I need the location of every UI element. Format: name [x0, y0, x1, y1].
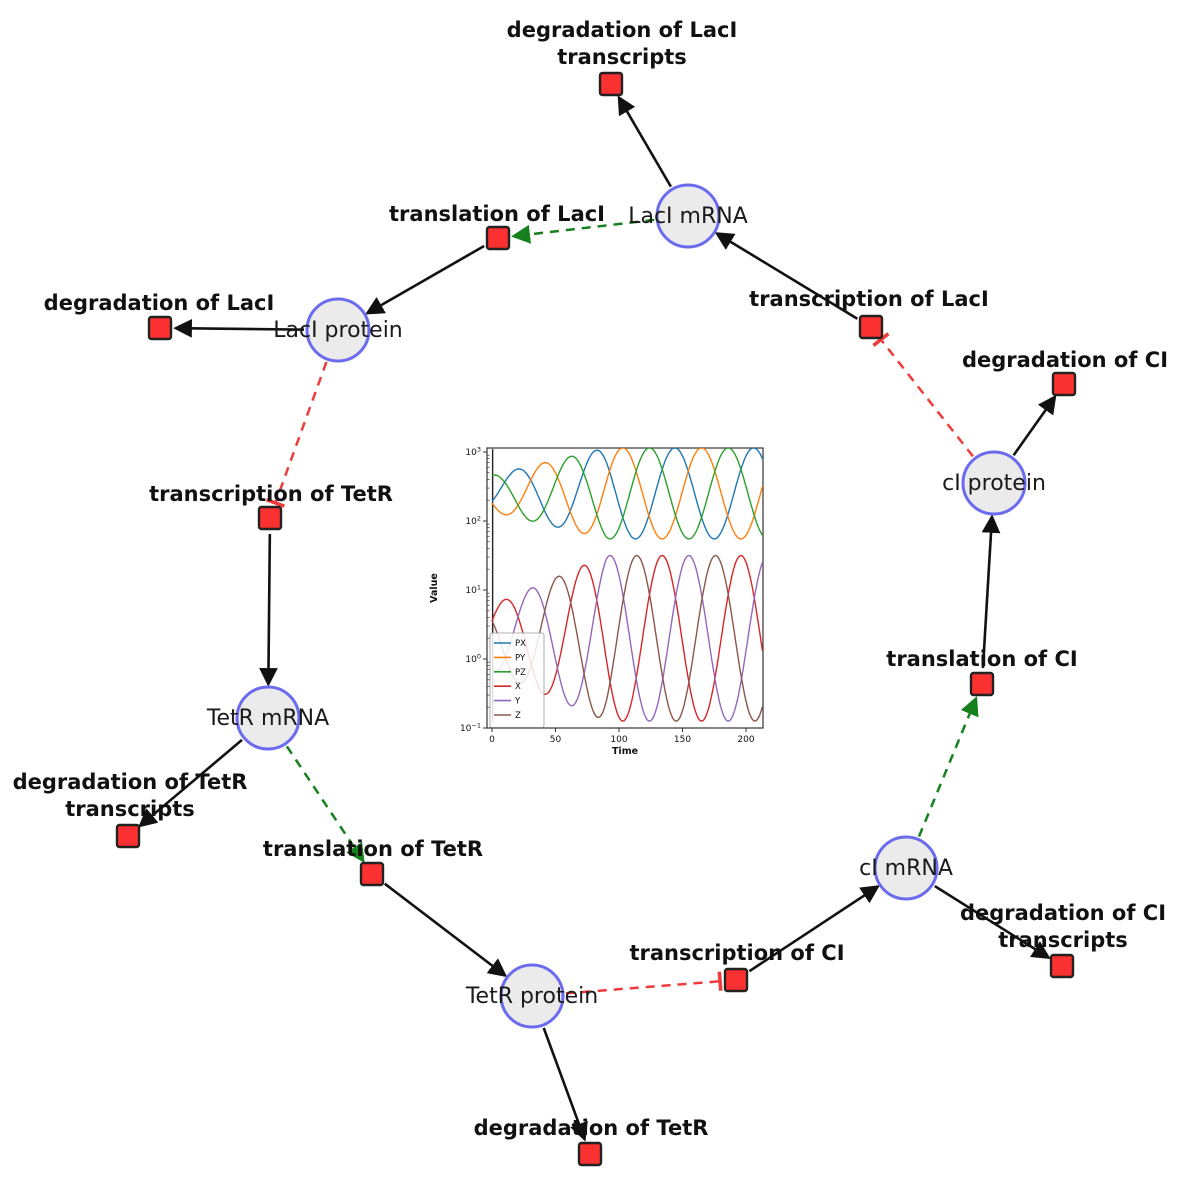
reaction-label-deg_tetr: degradation of TetR: [474, 1116, 709, 1140]
chart-series-PX: [491, 448, 763, 540]
chart-series-Y: [491, 554, 763, 722]
edge-consume-tetr_protein-deg_tetr: [542, 1027, 588, 1142]
chart-legend-box: [489, 632, 545, 728]
chart-ylabel: Value: [429, 573, 440, 603]
species-label-ci_protein: cI protein: [942, 471, 1046, 496]
chart-ytick-label: 101: [465, 584, 481, 597]
chart-legend-label-PZ: PZ: [515, 668, 526, 678]
reaction-node-txn_ci: [723, 967, 749, 993]
reaction-node-deg_ci: [1051, 371, 1077, 397]
reaction-label-transl_tetr: translation of TetR: [263, 837, 483, 861]
species-label-laci_protein: LacI protein: [273, 318, 403, 343]
chart-legend-label-X: X: [515, 682, 521, 692]
reaction-node-transl_ci: [969, 671, 995, 697]
edge-modifier-tetr_mrna-transl_tetr: [285, 745, 365, 864]
species-label-ci_mrna: cI mRNA: [859, 856, 953, 881]
reaction-node-txn_laci: [858, 314, 884, 340]
species-node-laci_protein: [305, 297, 371, 363]
species-node-ci_protein: [961, 450, 1027, 516]
chart-legend-label-PY: PY: [515, 653, 526, 663]
chart-ytick-label: 100: [465, 653, 481, 666]
reaction-label-txn_ci: transcription of CI: [629, 941, 844, 965]
species-node-tetr_protein: [499, 963, 565, 1029]
edge-modifier-ci_mrna-transl_ci: [917, 696, 979, 838]
inhibition-tbar-laci_protein-txn_tetr: [265, 498, 285, 508]
chart-xtick-label: 200: [737, 735, 754, 745]
inhibition-tbar-ci_protein-txn_laci: [872, 332, 890, 347]
reaction-label-txn_laci: transcription of LacI: [749, 287, 989, 311]
chart-xtick-label: 150: [674, 735, 691, 745]
edge-modifier-laci_mrna-transl_laci: [511, 218, 655, 244]
inhibition-tbar-tetr_protein-txn_ci: [717, 971, 723, 991]
reaction-node-txn_tetr: [257, 505, 283, 531]
chart-xtick-label: 0: [489, 735, 495, 745]
chart-ytick-label: 102: [465, 515, 481, 528]
edge-consume-ci_protein-deg_ci: [1012, 394, 1057, 456]
reaction-node-deg_tetr: [577, 1141, 603, 1167]
chart-legend-label-Z: Z: [515, 711, 521, 721]
edge-inhibit-laci_protein-txn_tetr: [274, 361, 328, 504]
chart-legend-label-Y: Y: [514, 697, 521, 707]
reaction-node-transl_laci: [485, 225, 511, 251]
chart-xlabel: Time: [612, 746, 638, 757]
chart-xtick-label: 100: [610, 735, 627, 745]
reaction-label-deg_ci: degradation of CI: [962, 348, 1168, 372]
reaction-label-transl_laci: translation of LacI: [389, 202, 605, 226]
species-label-tetr_protein: TetR protein: [465, 984, 598, 1009]
chart-ytick-label: 103: [465, 446, 481, 459]
reaction-node-deg_ci_tx: [1049, 953, 1075, 979]
edge-produce-transl_laci-laci_protein: [365, 244, 485, 315]
reaction-node-deg_laci_tx: [598, 71, 624, 97]
reaction-label-txn_tetr: transcription of TetR: [149, 482, 393, 506]
edges-layer: [138, 95, 1057, 1142]
nodes-layer: [115, 71, 1077, 1167]
edge-consume-laci_protein-deg_laci: [173, 318, 305, 338]
species-label-laci_mrna: LacI mRNA: [628, 204, 748, 229]
edge-produce-txn_laci-laci_mrna: [714, 232, 858, 320]
chart-legend-label-PX: PX: [515, 639, 526, 649]
edge-inhibit-tetr_protein-txn_ci: [565, 980, 721, 995]
reaction-label-deg_laci: degradation of LacI: [44, 291, 275, 315]
edge-produce-transl_tetr-tetr_protein: [383, 882, 508, 978]
edge-produce-txn_ci-ci_mrna: [748, 885, 880, 973]
chart-xtick-label: 50: [550, 735, 562, 745]
species-node-laci_mrna: [655, 183, 721, 249]
reaction-node-deg_laci: [147, 315, 173, 341]
edge-produce-txn_tetr-tetr_mrna: [259, 533, 278, 687]
edge-inhibit-ci_protein-txn_laci: [879, 338, 974, 458]
edge-produce-transl_ci-ci_protein: [981, 514, 1001, 669]
reaction-node-transl_tetr: [359, 861, 385, 887]
chart-series-PY: [491, 448, 763, 540]
edge-consume-ci_mrna-deg_ci_tx: [934, 884, 1051, 959]
chart-ytick-label: 10−1: [460, 722, 481, 735]
edge-consume-laci_mrna-deg_laci_tx: [617, 95, 672, 188]
species-node-tetr_mrna: [235, 685, 301, 751]
species-label-tetr_mrna: TetR mRNA: [206, 706, 329, 731]
chart-series-PZ: [491, 448, 763, 540]
edge-consume-tetr_mrna-deg_tetr_tx: [138, 738, 243, 828]
species-node-ci_mrna: [873, 835, 939, 901]
reaction-node-deg_tetr_tx: [115, 823, 141, 849]
reaction-label-transl_ci: translation of CI: [886, 647, 1077, 671]
